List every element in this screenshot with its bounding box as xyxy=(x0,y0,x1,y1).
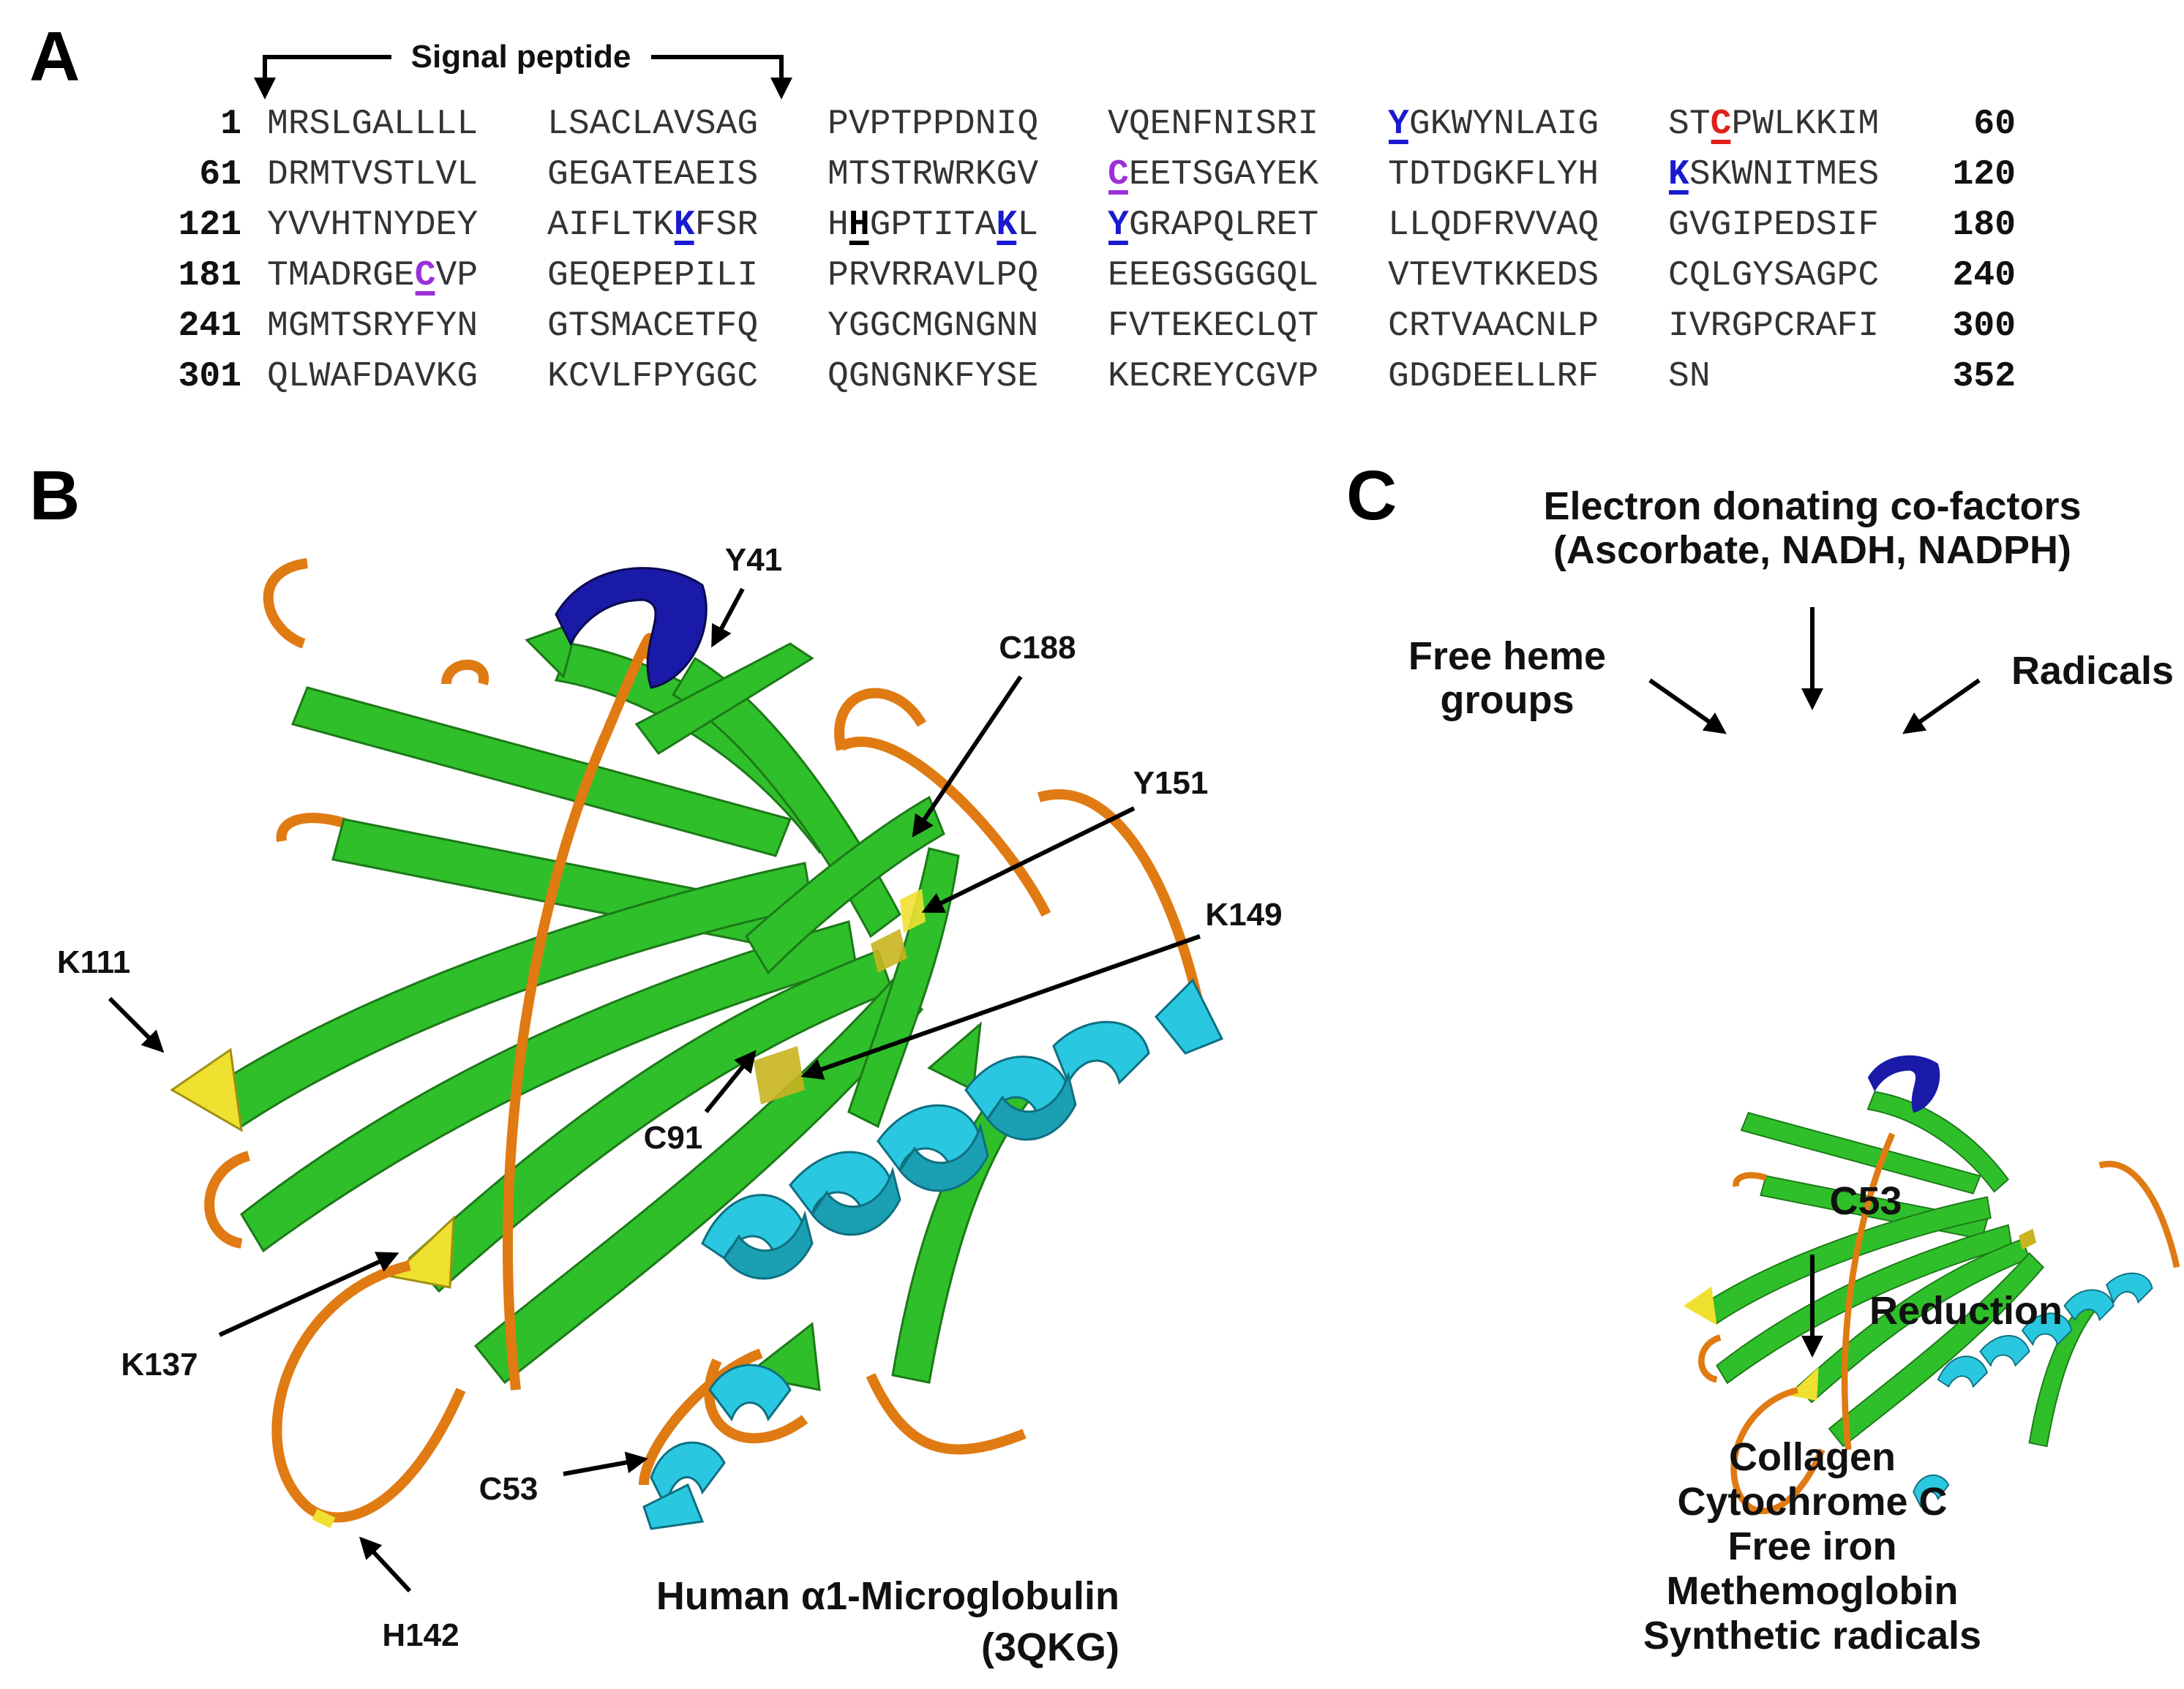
sequence-block: EEEGSGGGQL xyxy=(1108,256,1318,296)
reduction-target: Synthetic radicals xyxy=(1643,1614,1981,1658)
protein-cartoon-large xyxy=(170,558,1224,1530)
sequence-block: GEGATEAEIS xyxy=(547,155,758,195)
reduction-target: Cytochrome C xyxy=(1677,1480,1947,1524)
svg-text:K111: K111 xyxy=(57,944,130,980)
sequence-start-number: 181 xyxy=(179,256,241,296)
svg-text:C188: C188 xyxy=(999,630,1076,666)
svg-text:K149: K149 xyxy=(1205,897,1282,933)
panel-label-a: A xyxy=(29,18,80,96)
sequence-block: MGMTSRYFYN xyxy=(267,306,478,346)
small-c53-label: C53 xyxy=(1829,1179,1902,1223)
sequence-block: TDTDGKFLYH xyxy=(1388,155,1599,195)
svg-text:Y151: Y151 xyxy=(1133,765,1209,801)
sequence-block: KSKWNITMES xyxy=(1668,155,1879,195)
signal-peptide-label: Signal peptide xyxy=(411,39,631,75)
sequence-block: HHGPTITAKL xyxy=(828,206,1038,245)
residue-label-y41: Y41 xyxy=(711,542,782,648)
residue-label-c188: C188 xyxy=(912,630,1076,838)
sequence-block: STCPWLKKIM xyxy=(1668,105,1879,144)
sequence-block: GDGDEELLRF xyxy=(1388,357,1599,396)
sequence-start-number: 61 xyxy=(199,155,241,195)
cofactor-line2: (Ascorbate, NADH, NADPH) xyxy=(1553,528,2071,572)
sequence-block: IVRGPCRAFI xyxy=(1668,306,1879,346)
residue-label-c91: C91 xyxy=(644,1050,757,1156)
panel-label-b: B xyxy=(29,456,80,535)
sequence-block: QGNGNKFYSE xyxy=(828,357,1038,396)
sequence-end-number: 300 xyxy=(1953,306,2016,346)
sequence-block: CQLGYSAGPC xyxy=(1668,256,1879,296)
sequence-block: CEETSGAYEK xyxy=(1108,155,1318,195)
sequence-block: YGRAPQLRET xyxy=(1108,206,1318,245)
sequence-block: YGKWYNLAIG xyxy=(1388,105,1599,144)
cofactor-line1: Electron donating co-factors xyxy=(1543,484,2081,528)
reduction-target: Collagen xyxy=(1729,1435,1896,1479)
sequence-block: FVTEKECLQT xyxy=(1108,306,1318,346)
sequence-block: MTSTRWRKGV xyxy=(828,155,1038,195)
sequence-end-number: 180 xyxy=(1953,206,2016,245)
sequence-start-number: 121 xyxy=(179,206,241,245)
structure-title-line2: (3QKG) xyxy=(981,1625,1119,1669)
svg-text:H142: H142 xyxy=(382,1617,459,1653)
structure-title-line1: Human α1-Microglobulin xyxy=(656,1574,1119,1618)
sequence-block: DRMTVSTLVL xyxy=(267,155,478,195)
svg-text:C91: C91 xyxy=(644,1120,703,1156)
sequence-end-number: 60 xyxy=(1973,105,2016,144)
sequence-block: KCVLFPYGGC xyxy=(547,357,758,396)
sequence-block: LSACLAVSAG xyxy=(547,105,758,144)
sequence-end-number: 352 xyxy=(1953,357,2016,396)
protein-cartoon-small xyxy=(1683,1055,2180,1515)
sequence-block: VTEVTKKEDS xyxy=(1388,256,1599,296)
heme-arrow xyxy=(1648,678,1727,734)
reduction-target: Free iron xyxy=(1727,1524,1896,1568)
sequence-end-number: 120 xyxy=(1953,155,2016,195)
svg-text:Y41: Y41 xyxy=(725,542,782,578)
radicals-arrow xyxy=(1902,678,1981,734)
signal-peptide-bracket: Signal peptide xyxy=(254,39,792,99)
residue-label-k111: K111 xyxy=(57,944,165,1053)
sequence-block: AIFLTKKFSR xyxy=(547,206,758,245)
sequence-block: PVPTPPDNIQ xyxy=(828,105,1038,144)
sequence-block: YGGCMGNGNN xyxy=(828,306,1038,346)
svg-text:C53: C53 xyxy=(479,1471,539,1507)
residue-label-h142: H142 xyxy=(359,1536,459,1653)
svg-text:K137: K137 xyxy=(121,1347,198,1383)
sequence-end-number: 240 xyxy=(1953,256,2016,296)
radicals-label: Radicals xyxy=(2011,649,2174,693)
residue-label-k149: K149 xyxy=(800,897,1283,1080)
sequence-block: GTSMACETFQ xyxy=(547,306,758,346)
sequence-block: MRSLGALLLL xyxy=(267,105,478,144)
sequence-start-number: 301 xyxy=(179,357,241,396)
sequence-block: GVGIPEDSIF xyxy=(1668,206,1879,245)
heme-line1: Free heme xyxy=(1408,634,1606,678)
sequence-block: VQENFNISRI xyxy=(1108,105,1318,144)
sequence-block: CRTVAACNLP xyxy=(1388,306,1599,346)
panel-label-c: C xyxy=(1346,456,1397,535)
residue-label-k137: K137 xyxy=(121,1252,399,1383)
sequence-block: YVVHTNYDEY xyxy=(267,206,478,245)
sequence-block: LLQDFRVVAQ xyxy=(1388,206,1599,245)
reduction-target: Methemoglobin xyxy=(1667,1569,1959,1613)
sequence-start-number: 1 xyxy=(220,105,241,144)
residue-label-y151: Y151 xyxy=(921,765,1209,913)
sequence-block: PRVRRAVLPQ xyxy=(828,256,1038,296)
sequence-start-number: 241 xyxy=(179,306,241,346)
reduction-label: Reduction xyxy=(1869,1289,2063,1333)
sequence-block: QLWAFDAVKG xyxy=(267,357,478,396)
sequence-block: KECREYCGVP xyxy=(1108,357,1318,396)
residue-label-c53: C53 xyxy=(479,1451,648,1507)
sequence-listing: 1 MRSLGALLLL LSACLAVSAG PVPTPPDNIQ VQENFNISR… xyxy=(179,105,2016,396)
sequence-block: SN xyxy=(1668,357,1711,396)
heme-line2: groups xyxy=(1441,678,1575,722)
sequence-block: TMADRGECVP xyxy=(267,256,478,296)
sequence-block: GEQEPEPILI xyxy=(547,256,758,296)
